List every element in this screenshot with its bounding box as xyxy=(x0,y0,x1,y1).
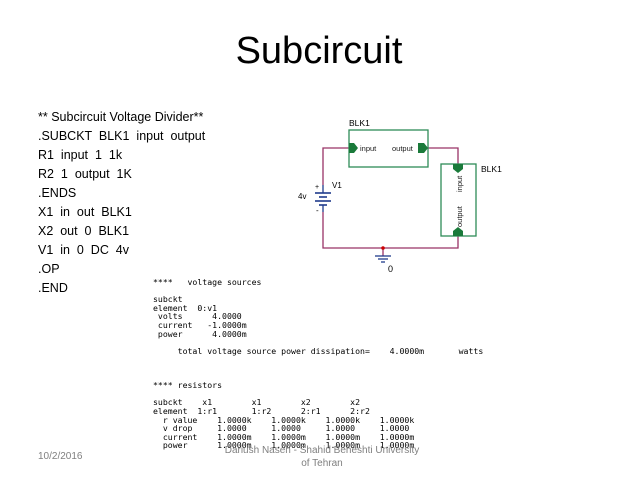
sim-line: r value 1.0000k 1.0000k 1.0000k 1.0000k xyxy=(153,414,415,425)
netlist-line: R2 1 output 1K xyxy=(38,167,132,181)
netlist-line: X2 out 0 BLK1 xyxy=(38,224,130,238)
footer-author: Dariush Naseh - Shahid Beheshti Universi… xyxy=(222,444,422,470)
sim-line: element 1:r1 1:r2 2:r1 2:r2 xyxy=(153,405,370,416)
wire-out-net xyxy=(428,147,459,164)
voltage-source-v1 xyxy=(315,185,331,212)
footer-date: 10/2/2016 xyxy=(38,451,83,462)
block-x2-port-output xyxy=(453,227,463,236)
netlist-line: .ENDS xyxy=(38,186,77,200)
netlist-line: X1 in out BLK1 xyxy=(38,205,132,219)
ground-symbol xyxy=(375,255,391,263)
wires xyxy=(322,147,459,256)
sim-line: current 1.0000m 1.0000m 1.0000m 1.0000m xyxy=(153,431,415,442)
sim-line: subckt x1 x1 x2 x2 xyxy=(153,397,361,408)
block-x2-label: BLK1 xyxy=(481,164,502,174)
wire-in-net xyxy=(322,147,349,185)
source-minus-sign: - xyxy=(316,206,319,215)
footer-author-line: Dariush Naseh - Shahid Beheshti Universi… xyxy=(224,445,420,456)
netlist-line: .SUBCKT BLK1 input output xyxy=(38,129,206,143)
sim-line: power 1.0000m 1.0000m 1.0000m 1.0000m xyxy=(153,440,415,451)
sim-line: v drop 1.0000 1.0000 1.0000 1.0000 xyxy=(153,423,410,434)
netlist-line: ** Subcircuit Voltage Divider** xyxy=(38,110,204,124)
source-name: V1 xyxy=(332,181,342,190)
netlist-line: .OP xyxy=(38,262,60,276)
block-x2-output-label: output xyxy=(455,205,464,227)
netlist-line: V1 in 0 DC 4v xyxy=(38,243,130,257)
sim-line: element 0:v1 xyxy=(153,302,218,313)
source-value: 4v xyxy=(298,192,306,201)
sim-line: **** voltage sources xyxy=(153,277,262,287)
wire-ground-net xyxy=(322,212,459,249)
sim-line: total voltage source power dissipation= … xyxy=(153,345,484,356)
simulation-output: **** voltage sources subckt element 0:v1… xyxy=(153,278,483,450)
netlist-line: .END xyxy=(38,281,68,295)
block-x1-output-label: output xyxy=(392,144,414,153)
sim-line: subckt xyxy=(153,294,183,305)
block-x2-port-input xyxy=(453,164,463,173)
ground-junction-node xyxy=(381,246,385,250)
block-x1-input-label: input xyxy=(360,144,377,153)
block-x1-label: BLK1 xyxy=(349,118,370,128)
block-x1 xyxy=(348,129,429,168)
slide-title: Subcircuit xyxy=(235,30,403,72)
sim-line: **** resistors xyxy=(153,380,223,391)
block-x1-port-output xyxy=(418,143,428,153)
block-x2-input-label: input xyxy=(455,175,464,192)
block-x2 xyxy=(440,163,477,237)
sim-line: power 4.0000m xyxy=(153,328,247,339)
sim-line: current -1.0000m xyxy=(153,319,247,330)
source-plus-sign: + xyxy=(315,184,319,191)
footer-author-line: of Tehran xyxy=(301,458,343,469)
block-x1-port-input xyxy=(349,143,358,153)
netlist-line: R1 input 1 1k xyxy=(38,148,123,162)
sim-line: volts 4.0000 xyxy=(153,311,242,322)
ground-label: 0 xyxy=(388,264,393,274)
